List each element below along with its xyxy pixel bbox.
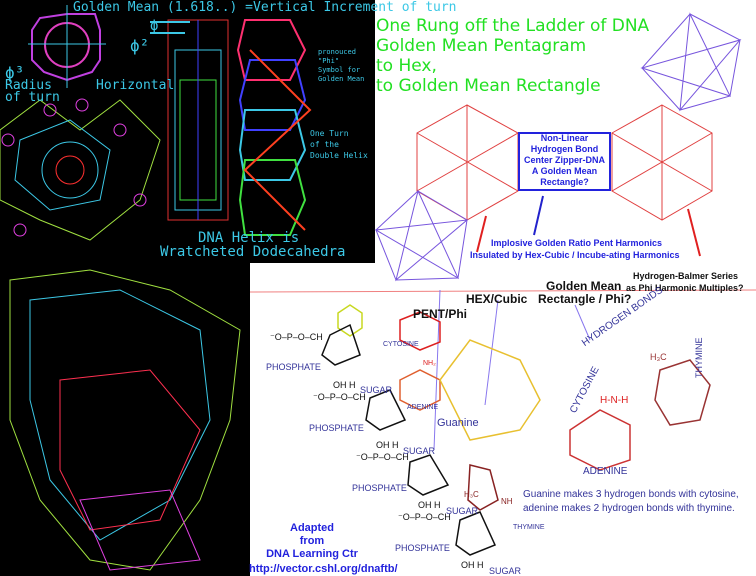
horizontal-label: Horizontal xyxy=(96,78,175,93)
credit-line: Adapted xyxy=(290,522,334,534)
implosive-note-line2: Insulated by Hex-Cubic / Incube-ating Ha… xyxy=(470,250,680,260)
bonds-caption-line1: Guanine makes 3 hydrogen bonds with cyto… xyxy=(523,489,739,500)
thymine-label: THYMINE xyxy=(694,337,704,379)
nh-label: NH xyxy=(501,497,513,506)
hexagon-left xyxy=(416,104,519,221)
bonds-caption-line2: adenine makes 2 hydrogen bonds with thym… xyxy=(523,503,735,514)
helix-column-1 xyxy=(167,19,229,221)
nh2-label: NH₂ xyxy=(423,360,436,367)
pentagram-top-right xyxy=(640,12,742,112)
implosive-note-line1: Implosive Golden Ratio Pent Harmonics xyxy=(491,238,663,248)
phosphate-label: PHOSPHATE xyxy=(352,483,407,493)
phosphate-group: ⁻O–P–O–CH xyxy=(313,392,366,402)
golden-rectangle-note: Non-Linear Hydrogen Bond Center Zipper-D… xyxy=(523,133,605,187)
dodecahedra-mesh xyxy=(0,98,161,241)
credit-line: from xyxy=(299,535,325,547)
phi-label: ϕ xyxy=(150,18,159,34)
oh-h-label: OH H xyxy=(333,380,356,390)
balmer-line2: as Phi Harmonic Multiples? xyxy=(626,283,744,293)
sugar-label: SUGAR xyxy=(403,446,436,456)
one-turn-note: One Turn of the Double Helix xyxy=(310,129,368,160)
divider-line xyxy=(249,289,756,293)
credit-block: Adapted from DNA Learning Ctr xyxy=(248,522,376,561)
golden-rectangle xyxy=(518,132,611,191)
phi-squared-label: ϕ² xyxy=(130,36,150,55)
oh-h-label: OH H xyxy=(376,440,399,450)
title-line: Golden Mean Pentagram xyxy=(376,36,587,56)
phosphate-label: PHOSPHATE xyxy=(395,543,450,553)
sugar-label: SUGAR xyxy=(360,385,393,395)
title-line: to Golden Mean Rectangle xyxy=(376,76,601,96)
sugar-label: SUGAR xyxy=(489,566,522,576)
title-line: One Rung off the Ladder of DNA xyxy=(376,16,650,36)
balmer-line1: Hydrogen-Balmer Series xyxy=(633,271,739,281)
phi-note: pronouced "Phi" Symbol for Golden Mean xyxy=(318,48,365,83)
phosphate-group: ⁻O–P–O–CH xyxy=(270,332,323,342)
phosphate-group: ⁻O–P–O–CH xyxy=(398,512,451,522)
helix-panel-bottom xyxy=(0,263,250,576)
annotation-arrows xyxy=(476,195,701,257)
hnh-label: H-N-H xyxy=(600,395,629,406)
hexagon-right xyxy=(611,104,713,221)
pent-phi-label: PENT/Phi xyxy=(413,307,468,321)
phi-cubed-label: ϕ³ xyxy=(5,63,25,82)
helix-caption-line2: Wratcheted Dodecahedra xyxy=(160,244,346,260)
adenine-label: ADENINE xyxy=(583,466,628,477)
phosphate-group: ⁻O–P–O–CH xyxy=(356,452,409,462)
h3c-label: H₃C xyxy=(650,352,667,362)
page-title: One Rung off the Ladder of DNA Golden Me… xyxy=(376,16,649,96)
credit-line: DNA Learning Ctr xyxy=(266,548,358,560)
oh-h-label: OH H xyxy=(461,560,484,570)
pointer-lines xyxy=(433,289,591,451)
dodecahedron-top-view xyxy=(28,5,106,88)
hex-cubic-label: HEX/Cubic xyxy=(466,292,528,306)
dodecahedra-stack xyxy=(9,269,241,571)
credit-url-link[interactable]: http://vector.cshl.org/dnaftb/ xyxy=(249,563,398,575)
guanine-label: Guanine xyxy=(437,417,479,429)
helix-column-2 xyxy=(236,19,312,236)
adenine-small-label: ADENINE xyxy=(407,404,439,411)
molecules xyxy=(321,304,711,556)
oh-h-label: OH H xyxy=(418,500,441,510)
radius-label: Radius of turn xyxy=(5,78,60,105)
thymine-small-label: THYMINE xyxy=(513,524,545,531)
title-line: to Hex, xyxy=(376,56,437,76)
thymine-h3c-label: H₃C xyxy=(464,490,479,499)
helix-caption-line1: DNA Helix is xyxy=(198,230,300,246)
phosphate-label: PHOSPHATE xyxy=(309,423,364,433)
cytosine-small-label: CYTOSINE xyxy=(383,341,419,348)
golden-mean-label: Golden Mean xyxy=(546,279,622,293)
sugar-label: SUGAR xyxy=(446,506,479,516)
phosphate-label: PHOSPHATE xyxy=(266,362,321,372)
rectangle-phi-label: Rectangle / Phi? xyxy=(538,292,632,306)
golden-mean-caption: Golden Mean (1.618..) =Vertical Incremen… xyxy=(73,0,457,15)
pentagram-bottom-left xyxy=(374,189,469,282)
